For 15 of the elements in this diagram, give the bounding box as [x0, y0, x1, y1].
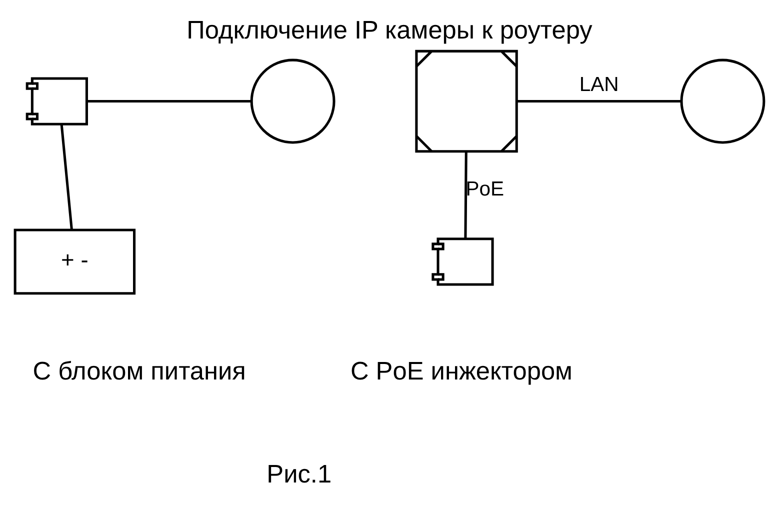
connector [464, 152, 467, 239]
node-camera [25, 77, 88, 126]
label: Рис.1 [266, 460, 332, 488]
node-camera [431, 238, 494, 286]
connector [516, 100, 681, 103]
node-circle [250, 58, 335, 144]
node-circle [680, 58, 765, 144]
edge-label: PoE [465, 178, 504, 201]
label: С PoE инжектором [350, 358, 572, 386]
connector [86, 100, 251, 103]
node-box: + - [13, 228, 136, 295]
edge-label: LAN [578, 74, 618, 96]
connector [60, 124, 72, 230]
diagram-title: Подключение IP камеры к роутеру [186, 16, 592, 45]
label: С блоком питания [32, 358, 246, 386]
